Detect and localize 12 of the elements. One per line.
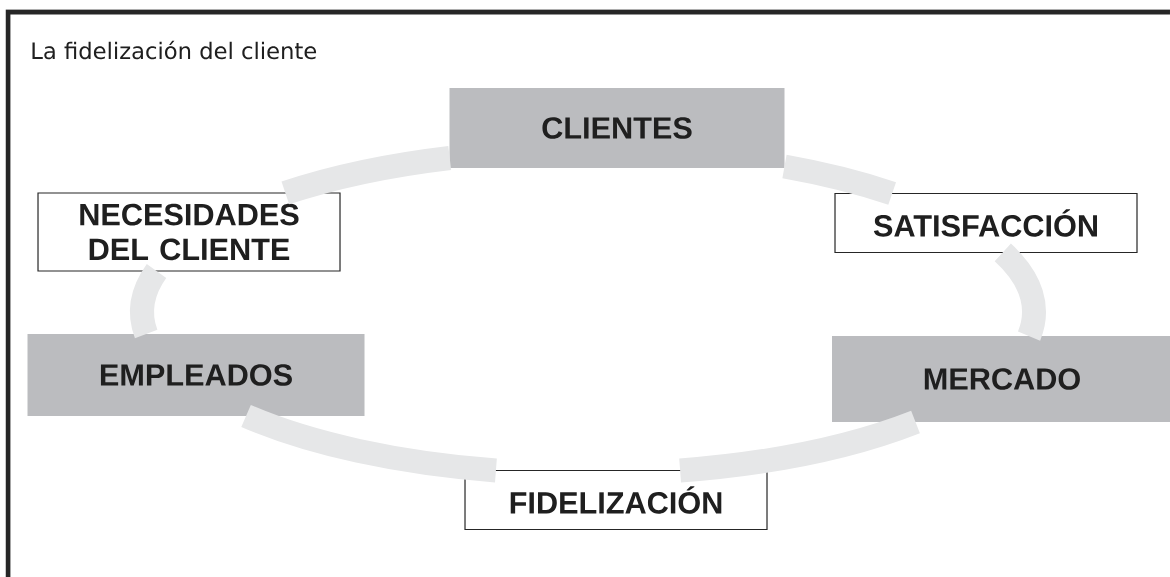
ring-arc bbox=[994, 243, 1046, 340]
label-box: EMPLEADOS bbox=[27, 334, 365, 416]
label-box: NECESIDADES DEL CLIENTE bbox=[37, 192, 341, 272]
label-box: MERCADO bbox=[832, 336, 1170, 422]
label-box: SATISFACCIÓN bbox=[834, 192, 1138, 254]
ring-arc bbox=[281, 146, 452, 205]
ring-arc bbox=[679, 410, 920, 483]
title: La fidelización del cliente bbox=[32, 40, 317, 60]
label-box: FIDELIZACIÓN bbox=[464, 469, 768, 531]
ring-arc bbox=[782, 154, 896, 205]
ring-arc bbox=[241, 404, 497, 483]
label-box: CLIENTES bbox=[449, 88, 785, 168]
